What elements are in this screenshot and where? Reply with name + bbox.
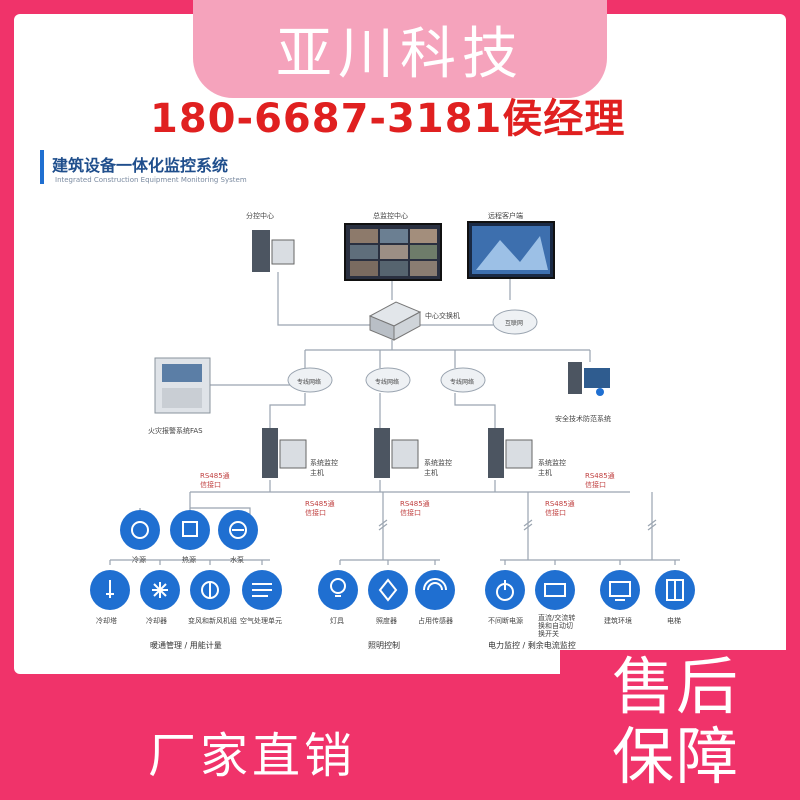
device-label: 变风和新风机组 <box>188 617 237 625</box>
title-accent-bar <box>40 150 44 184</box>
label-rs485-4: RS485通信接口 <box>545 500 575 517</box>
label-host-1: 系统监控主机 <box>310 459 338 477</box>
label-rs485-5: RS485通信接口 <box>585 472 615 489</box>
monitoring-hosts <box>262 428 533 478</box>
diagram-panel <box>14 14 786 674</box>
category-lighting: 照明控制 <box>368 641 400 650</box>
label-rs485-3: RS485通信接口 <box>400 500 430 517</box>
main-monitor-wall <box>344 223 442 281</box>
security-workstation <box>568 362 610 396</box>
diagram-subtitle: Integrated Construction Equipment Monito… <box>55 176 247 184</box>
after-sales-box <box>560 650 800 800</box>
label-central-switch: 中心交换机 <box>425 312 460 320</box>
label-fire-alarm: 火灾报警系统FAS <box>148 427 203 435</box>
device-label: 占用传感器 <box>418 617 453 625</box>
branch-center-pc <box>252 230 295 272</box>
device-label: 建筑环境 <box>604 617 632 625</box>
label-security: 安全技术防范系统 <box>555 415 611 423</box>
company-name: 亚川科技 <box>276 21 524 87</box>
remote-client-screen <box>467 221 555 279</box>
promo-after-sales: 售后 保障 <box>612 652 752 792</box>
fire-alarm-panel <box>154 357 211 414</box>
device-label: 冷却器 <box>146 617 167 625</box>
category-hvac: 暖通管理 / 用能计量 <box>150 641 222 650</box>
label-internet: 互联网 <box>505 320 524 327</box>
label-host-3: 系统监控主机 <box>538 459 566 477</box>
device-label: 灯具 <box>330 617 344 625</box>
device-label: 水泵 <box>230 556 244 564</box>
device-label: 照度器 <box>376 617 397 625</box>
label-host-2: 系统监控主机 <box>424 459 452 477</box>
after-sales-line1: 售后 <box>612 650 741 723</box>
device-label: 直流/交流转换和自动切换开关 <box>538 614 576 638</box>
diagram-title: 建筑设备一体化监控系统 <box>52 156 229 175</box>
company-banner: 亚川科技 <box>193 0 607 98</box>
device-glyphs <box>106 521 684 602</box>
device-label: 冷却塔 <box>96 617 117 625</box>
label-rs485-2: RS485通信接口 <box>305 500 335 517</box>
promo-direct-sales: 厂家直销 <box>148 728 357 784</box>
break-marks <box>378 519 657 531</box>
label-cloud-3: 专线网络 <box>450 379 475 386</box>
bottom-strip <box>0 688 560 708</box>
device-label: 不间断电源 <box>488 617 523 625</box>
device-label: 热源 <box>182 556 196 564</box>
network-clouds <box>287 367 486 393</box>
label-cloud-2: 专线网络 <box>375 379 400 386</box>
phone-contact: 180-6687-3181侯经理 <box>150 96 626 142</box>
label-rs485-1: RS485通信接口 <box>200 472 230 489</box>
device-label: 空气处理单元 <box>240 617 282 625</box>
device-label: 冷源 <box>132 556 146 564</box>
internet-cloud <box>492 309 538 335</box>
connection-lines <box>109 272 680 565</box>
label-main-center: 总监控中心 <box>373 212 408 220</box>
after-sales-line2: 保障 <box>612 720 741 793</box>
central-switch <box>368 301 422 341</box>
label-branch-center: 分控中心 <box>246 212 274 220</box>
label-cloud-1: 专线网络 <box>297 379 322 386</box>
label-remote-client: 远程客户端 <box>488 212 523 220</box>
device-label: 电梯 <box>667 617 681 625</box>
category-power: 电力监控 / 剩余电流监控 <box>488 641 576 650</box>
